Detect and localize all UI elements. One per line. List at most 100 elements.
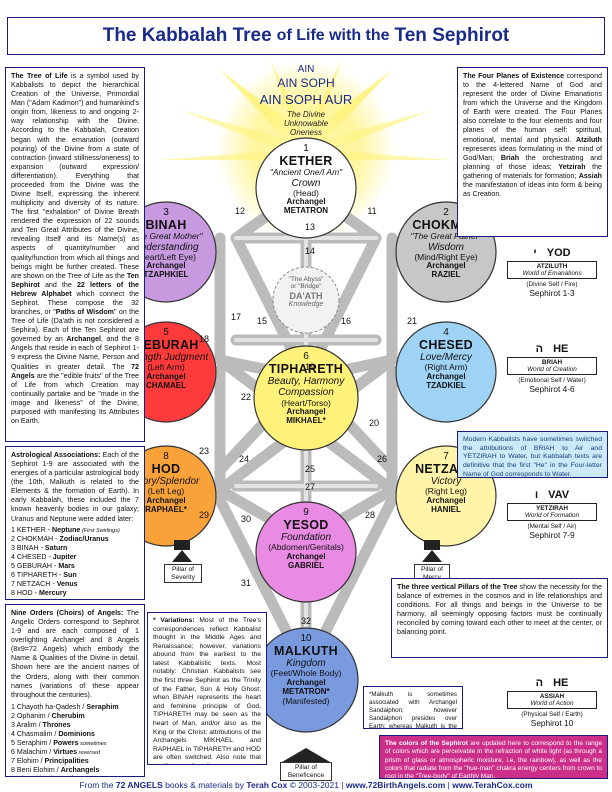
footer-link-72birthangels[interactable]: www.72BirthAngels.com — [345, 780, 446, 790]
tree-text2: and the — [39, 280, 77, 289]
list-item: 3 BINAH - Saturn — [11, 544, 139, 553]
list-item-value: Jupiter — [52, 552, 77, 561]
sephira-malkuth-body: (Feet/Whole Body) — [270, 668, 342, 679]
world-sub: World of Creation — [527, 366, 577, 373]
sephira-yesod-num: 9 — [303, 507, 309, 518]
list-item-value: Mercury — [38, 589, 67, 598]
footer-text4: | — [445, 780, 453, 790]
list-item: 8 Beni Elohim / Archangels — [11, 766, 139, 775]
list-item-label: 8 Beni Elohim / — [11, 766, 61, 775]
sephira-circle-tiphareth — [253, 345, 359, 451]
tree-text5: , and the 8 Angels that reside in each o… — [11, 335, 139, 371]
sephira-kether-name: KETHER — [279, 154, 333, 169]
list-item-value: Virtues — [53, 748, 78, 757]
choirs-panel: Nine Orders (Choirs) of Angels: The Ange… — [5, 604, 145, 777]
list-item: 2 Ophanim / Cherubim — [11, 712, 139, 721]
list-item: 5 GEBURAH - Mars — [11, 562, 139, 571]
sephira-tiphareth-num: 6 — [303, 351, 309, 362]
sephira-geburah-num: 5 — [163, 327, 169, 338]
hebrew-letter-icon: ו — [534, 489, 539, 501]
sephira-kether-title: "Ancient One/I Am" — [269, 167, 343, 178]
path-number: 21 — [406, 316, 417, 326]
sephira-circle-chesed — [395, 321, 497, 423]
sephira-circle-kether — [255, 137, 357, 239]
footer-link-terahcox[interactable]: www.TerahCox.com — [452, 780, 533, 790]
list-item-label: 8 HOD - — [11, 589, 39, 598]
sephira-chokmah-num: 2 — [443, 207, 449, 218]
list-item: 7 NETZACH - Venus — [11, 580, 139, 589]
list-item-note: (First Swirlings) — [80, 527, 120, 534]
tree-bold4: Archangel — [66, 335, 102, 344]
variations-text: Most of the Tree's correspondences refle… — [153, 617, 261, 764]
sephira-binah-num: 3 — [163, 207, 169, 218]
title-part3: Ten Sephirot — [394, 25, 510, 46]
footer: From the 72 ANGELS books & materials by … — [0, 780, 612, 790]
world-desc: (Divine Self / Fire) — [526, 281, 578, 288]
modern-text: Modern Kabbalists have sometimes switche… — [463, 436, 602, 478]
world-letter-name: HE — [553, 343, 569, 355]
path-number: 27 — [304, 482, 315, 492]
ain-sub1: The Divine — [286, 110, 326, 119]
worlds-bold3: Yetzirah — [558, 162, 586, 171]
sephira-kether-arch-label: Archangel — [286, 197, 326, 207]
path-number: 29 — [198, 510, 209, 520]
path-number: 15 — [256, 316, 267, 326]
sephira-hod-name: HOD — [151, 462, 181, 477]
path-number: 23 — [198, 446, 209, 456]
path-number: 17 — [230, 312, 241, 322]
malkuth-note: *Malkuth is sometimes associated with Ar… — [363, 686, 463, 729]
sephira-geburah-quality: Strength Judgment — [123, 352, 209, 364]
world-desc: (Physical Self / Earth) — [521, 711, 583, 718]
astro-text: Each of the Sephirot 1-9 are associated … — [11, 451, 140, 523]
list-item-label: 5 Seraphim / — [11, 739, 54, 748]
sephira-chokmah-quality: Wisdom — [427, 241, 465, 253]
sephira-netzach-quality: Victory — [430, 476, 462, 488]
sephira-binah-archangel: TZAPHKIEL — [143, 270, 189, 280]
sephira-tiphareth-archangel: MIKHAEL* — [286, 416, 326, 426]
path-number: 16 — [340, 316, 351, 326]
world-letter-name: YOD — [546, 247, 571, 259]
world-sub: World of Emanations — [522, 270, 582, 277]
list-item-value: Archangels — [60, 766, 100, 775]
world-desc: (Emotional Self / Water) — [518, 377, 586, 384]
sephira-geburah-arch-label: Archangel — [146, 371, 186, 381]
daath-line1: "The Abyss" — [288, 276, 324, 283]
sephira-chesed-name: CHESED — [419, 338, 473, 353]
list-item-note: reversed — [77, 750, 101, 757]
sephira-chokmah-title: "The Great Father" — [410, 231, 482, 242]
worlds-text1: correspond to the 4-lettered Name of God… — [463, 72, 602, 144]
list-item: 2 CHOKMAH - Zodiac/Uranus — [11, 535, 139, 544]
path-number: 19 — [304, 362, 315, 372]
list-item-label: 3 BINAH - — [11, 543, 45, 552]
list-item-value: Thrones — [42, 720, 71, 729]
sephira-chokmah-arch-label: Archangel — [426, 261, 466, 271]
worlds-text5: the manifestation of ideas into form & b… — [463, 180, 602, 199]
sephira-kether-archangel: METATRON — [283, 206, 329, 216]
list-item-label: 4 CHESED - — [11, 552, 53, 561]
sephira-circle-yesod — [255, 501, 357, 603]
sephira-hod-quality: Glory/Splendor — [132, 476, 200, 488]
colors-text: are updated here to correspond to the ra… — [385, 740, 602, 779]
ain-line3: AIN SOPH AUR — [259, 92, 353, 107]
list-item: 9 Cherubim / Angels — [11, 775, 139, 776]
sephira-malkuth-quality: Kingdom — [286, 658, 326, 670]
path-number: 25 — [304, 464, 315, 474]
title-part2: of Life with the — [276, 27, 390, 44]
list-item-value: Neptune — [52, 525, 81, 534]
path-number: 32 — [300, 616, 311, 626]
path-number: 24 — [238, 454, 249, 464]
sephira-chokmah-archangel: RAZIEL — [431, 270, 461, 280]
worlds-text3: the orchestrating and planning of those … — [463, 153, 602, 171]
sephira-hod-num: 8 — [163, 451, 169, 462]
list-item-label: 6 Malachim / — [11, 748, 54, 757]
world-range: Sephirot 4-6 — [529, 384, 575, 394]
ain-line2: AIN SOPH — [277, 76, 335, 90]
list-item-value: Zodiac/Uranus — [59, 534, 109, 543]
sephira-yesod-name: YESOD — [283, 518, 329, 533]
